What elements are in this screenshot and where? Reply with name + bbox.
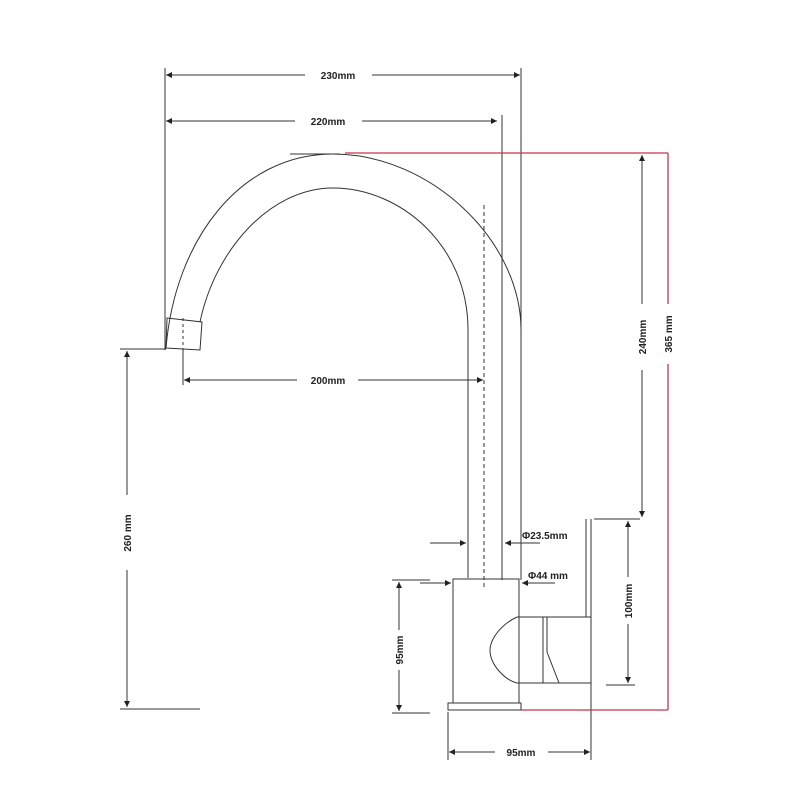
dim-total-height: 365 mm bbox=[664, 315, 675, 352]
spout-nozzle bbox=[165, 317, 203, 351]
dim-body-diameter: Φ44 mm bbox=[528, 571, 568, 582]
lever-curve bbox=[489, 616, 518, 684]
dim-reach: 200mm bbox=[311, 376, 346, 387]
spout-inner bbox=[199, 187, 469, 578]
dim-body-height: 95mm bbox=[395, 635, 406, 664]
total-height-red-outline bbox=[345, 152, 669, 711]
dim-handle-height: 100mm bbox=[624, 584, 635, 619]
dim-overall-width: 230mm bbox=[321, 71, 356, 82]
dim-spout-diameter: Φ23.5mm bbox=[522, 531, 568, 542]
dim-outlet-height: 260 mm bbox=[123, 514, 134, 551]
dim-spout-width: 220mm bbox=[311, 117, 346, 128]
faucet-base bbox=[447, 702, 522, 711]
dim-base-width: 95mm bbox=[507, 748, 536, 759]
dim-spout-height: 240mm bbox=[638, 320, 649, 355]
faucet-body bbox=[452, 578, 520, 704]
